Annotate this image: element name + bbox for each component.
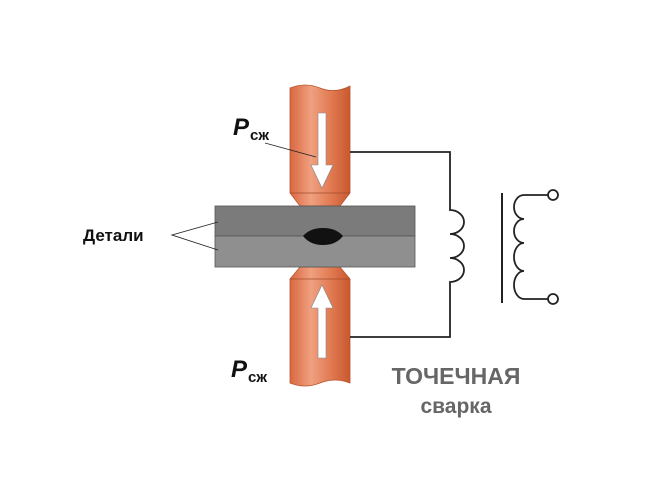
force-leader-line — [264, 142, 317, 158]
up-force-arrow-icon — [310, 284, 334, 359]
diagram-title-line2: сварка — [420, 395, 491, 418]
parts-label: Детали — [83, 226, 144, 245]
weld-nugget — [303, 228, 343, 245]
terminal-top-icon — [547, 189, 559, 201]
secondary-winding — [513, 194, 548, 300]
primary-circuit-wire — [350, 151, 465, 338]
force-label-top: P сж — [233, 114, 269, 144]
down-force-arrow-icon — [310, 112, 334, 189]
parts-leader-lines — [170, 221, 219, 251]
svg-text:сж: сж — [248, 369, 267, 386]
terminal-bottom-icon — [547, 293, 559, 305]
svg-text:P: P — [231, 356, 248, 383]
diagram-title-line1: ТОЧЕЧНАЯ — [392, 363, 521, 389]
force-label-bottom: P сж — [231, 356, 267, 386]
svg-text:P: P — [233, 114, 250, 141]
svg-text:сж: сж — [250, 127, 269, 144]
